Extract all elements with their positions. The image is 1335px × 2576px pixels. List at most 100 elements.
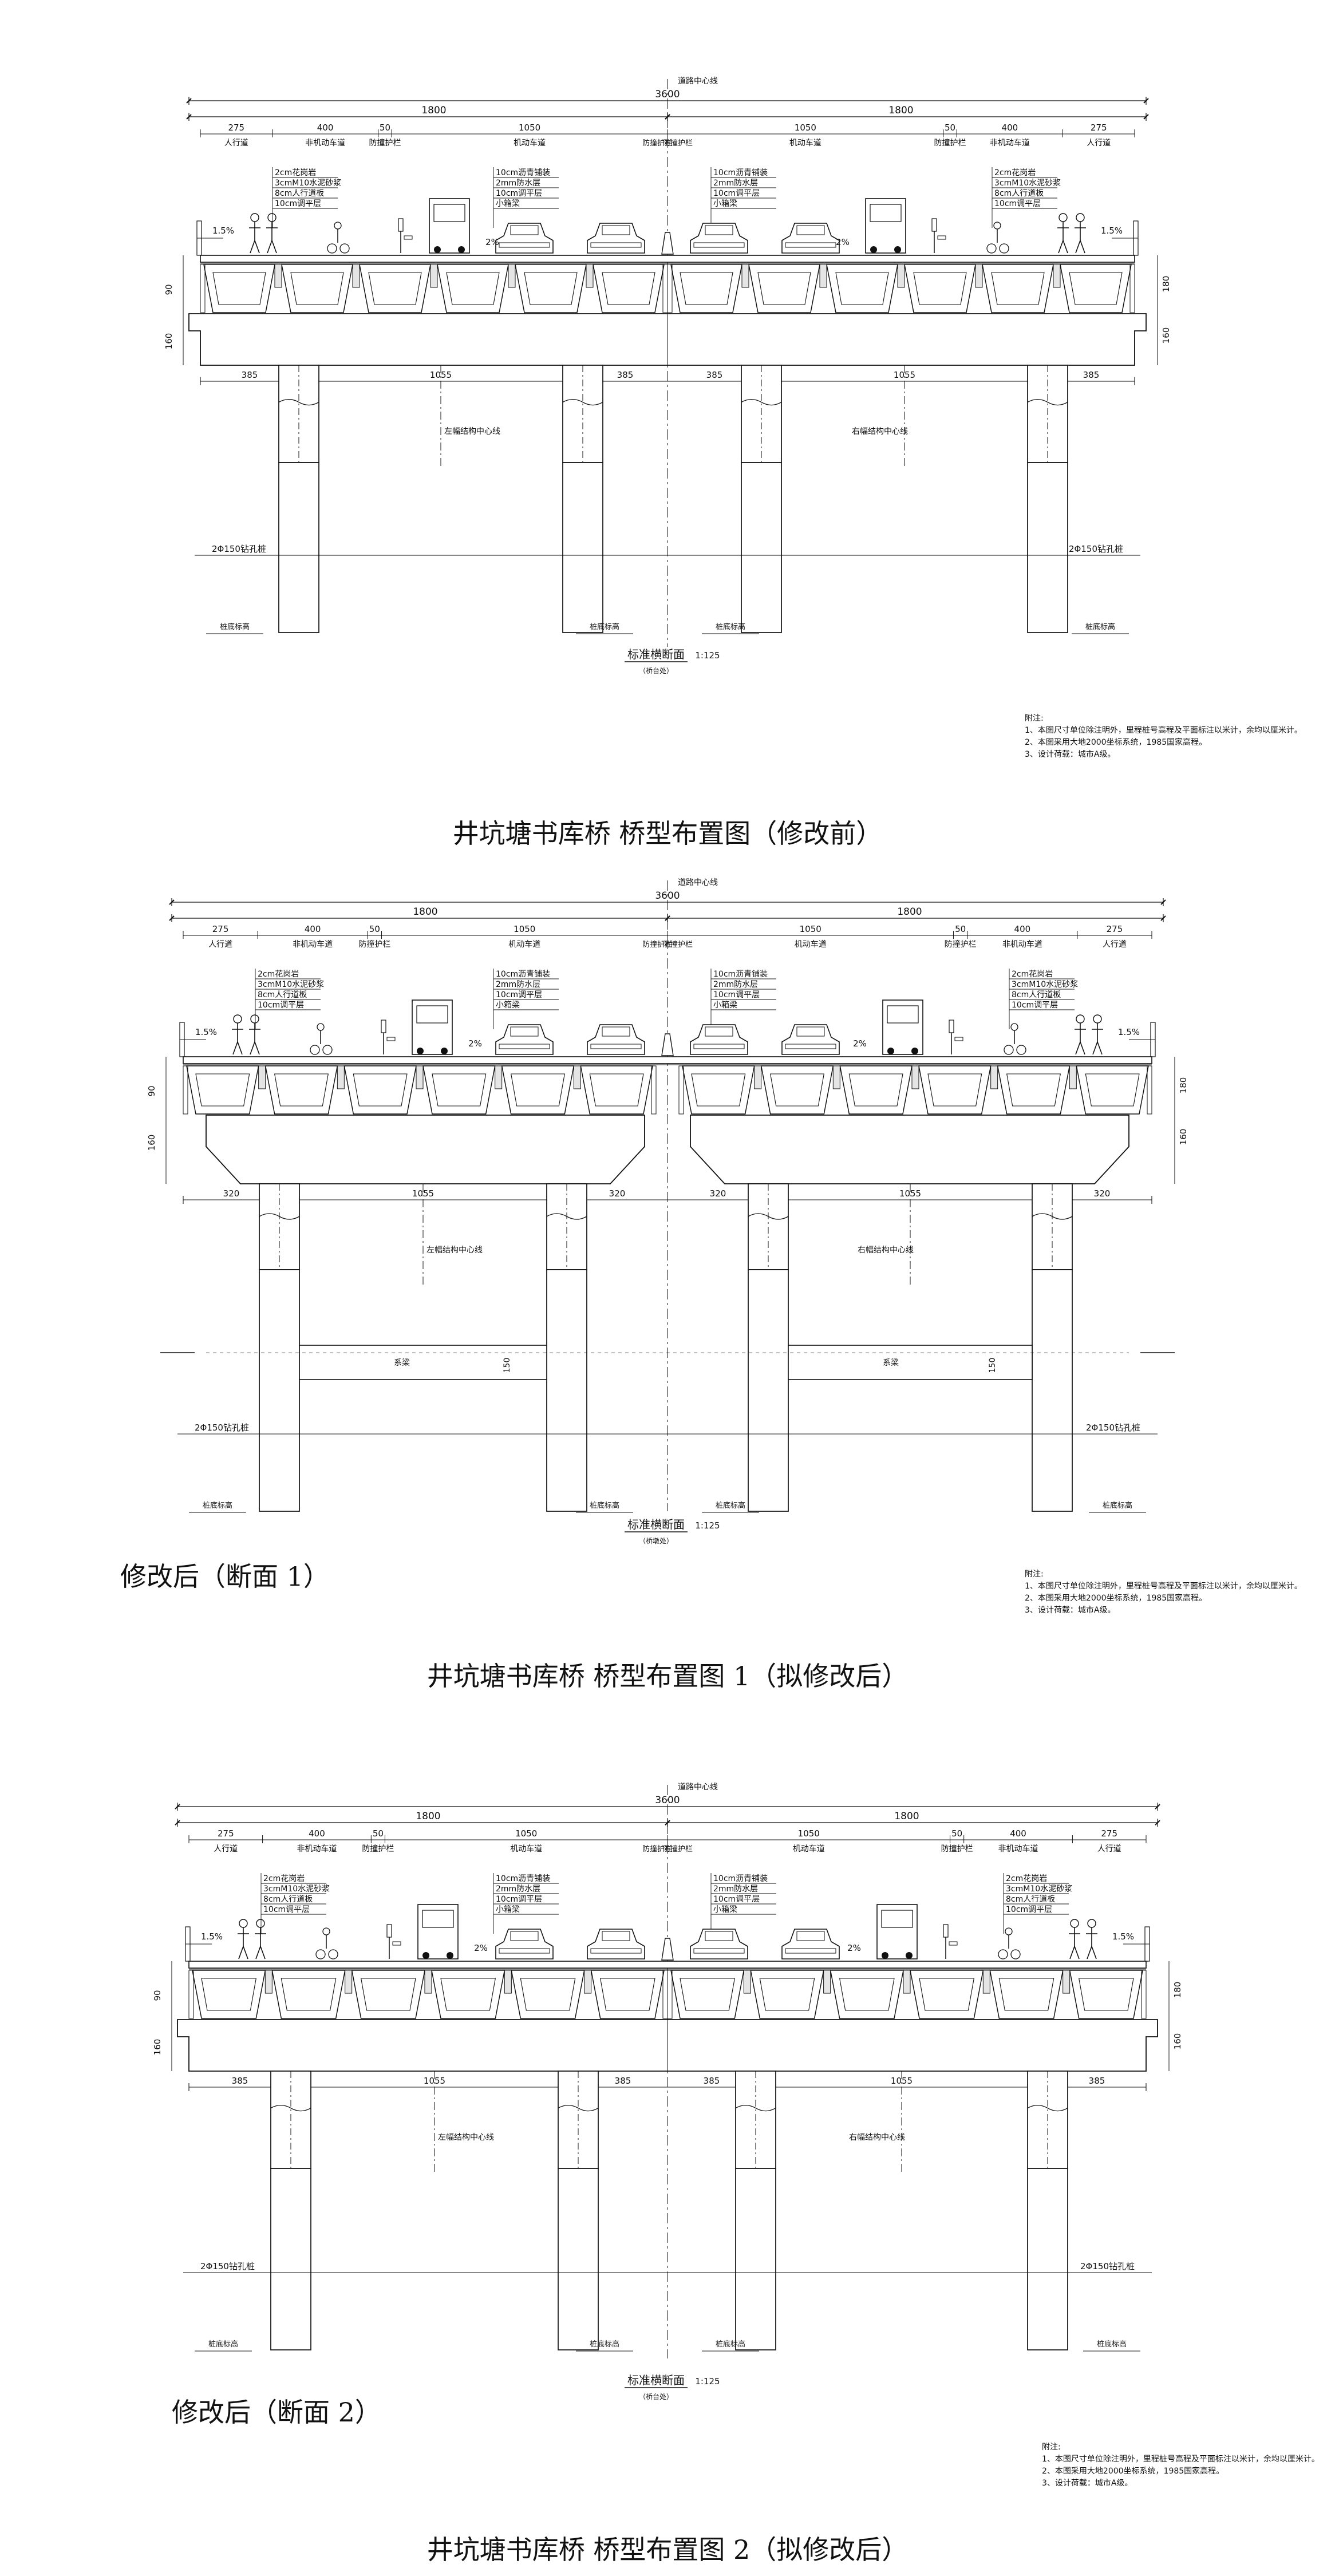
lane-name-label: 防撞护栏 — [358, 940, 390, 949]
lane-name-label: 机动车道 — [510, 1844, 542, 1854]
bicycle-icon — [315, 1949, 326, 1959]
lane-width-label: 50 — [945, 123, 955, 133]
note-item: 3、设计荷载：城市A级。 — [1025, 750, 1116, 759]
pier-width-label: 385 — [232, 2076, 248, 2086]
girder-joint — [495, 1065, 503, 1089]
car-icon — [705, 225, 733, 235]
car-icon — [781, 1929, 840, 1959]
pavement-note: 3cmM10水泥砂浆 — [258, 980, 324, 989]
road-centerline-label: 道路中心线 — [678, 1783, 718, 1792]
girder-joint — [586, 264, 594, 288]
height-label: 160 — [164, 333, 174, 350]
column-break-mark — [558, 2104, 599, 2112]
pedestrian-icon — [1076, 213, 1085, 222]
car-icon — [495, 223, 554, 254]
pavement-note: 10cm调平层 — [496, 189, 542, 198]
box-girder-void — [770, 1073, 824, 1107]
pavement-note: 10cm调平层 — [275, 199, 321, 208]
dimension-tick — [665, 1820, 670, 1826]
column-break-mark — [748, 1213, 789, 1220]
column-break-mark — [1027, 2104, 1068, 2112]
pile-label: 2Φ150钻孔桩 — [212, 544, 266, 554]
box-girder-void — [440, 1978, 496, 2011]
lane-name-label: 防撞护栏 — [941, 1844, 973, 1854]
girder-joint — [911, 1065, 919, 1089]
bus-icon — [870, 246, 877, 253]
pedestrian-icon — [1080, 1041, 1085, 1055]
pavement-note: 2mm防水层 — [496, 179, 540, 188]
pier-width-label: 320 — [609, 1188, 626, 1199]
height-label: 180 — [1161, 276, 1171, 293]
girder-joint — [897, 264, 905, 288]
slope-label: 2% — [485, 237, 499, 247]
median-guardrail-label: 防撞护栏 — [642, 139, 672, 148]
section-location: （桥墩处） — [639, 1537, 673, 1545]
bus-icon — [881, 1910, 913, 1928]
lane-name-label: 人行道 — [1097, 1844, 1121, 1854]
tie-beam-label: 系梁 — [883, 1358, 899, 1368]
bus-icon — [412, 999, 453, 1055]
box-girder-void — [432, 1073, 487, 1107]
lane-name-label: 机动车道 — [508, 939, 540, 949]
box-girder — [904, 264, 976, 313]
dimension-tick — [665, 114, 670, 120]
pavement-note: 10cm调平层 — [263, 1905, 310, 1914]
pedestrian-icon — [1091, 1946, 1097, 1959]
car-icon — [510, 225, 539, 235]
height-label: 90 — [147, 1085, 157, 1096]
car-icon — [705, 1026, 733, 1037]
section-title: 标准横断面 — [627, 647, 685, 661]
pavement-note: 小箱梁 — [496, 1905, 520, 1914]
height-label: 180 — [1172, 1982, 1183, 1998]
median-barrier — [661, 232, 674, 255]
structure-centerline-label: 右幅结构中心线 — [858, 1246, 914, 1255]
pedestrian-icon — [237, 1041, 243, 1055]
pile-label: 2Φ150钻孔桩 — [200, 2261, 255, 2271]
bus-icon — [870, 204, 902, 222]
bicycle-icon — [334, 222, 342, 230]
bus-icon — [911, 1048, 918, 1054]
bus-icon — [433, 204, 465, 222]
bus-icon — [887, 1005, 919, 1024]
median-guardrail-label: 防撞护栏 — [642, 1844, 672, 1854]
pile-label: 2Φ150钻孔桩 — [1086, 1423, 1140, 1433]
pavement-note: 10cm调平层 — [258, 1001, 304, 1010]
car-icon — [495, 1024, 554, 1055]
bicycle-icon — [1004, 1045, 1014, 1055]
box-girder-void — [281, 1978, 337, 2011]
pavement-note: 小箱梁 — [713, 1001, 737, 1010]
pier-width-label: 385 — [706, 370, 723, 380]
box-girder-void — [759, 1978, 815, 2011]
box-girder-void — [1069, 272, 1123, 305]
edge-beam — [667, 264, 673, 313]
pavement-note: 3cmM10水泥砂浆 — [1006, 1884, 1072, 1894]
pavement-note: 10cm调平层 — [713, 1895, 760, 1904]
pedestrian-icon — [1076, 1014, 1085, 1024]
pile-bottom-label: 桩底标高 — [716, 622, 745, 631]
slope-label: 1.5% — [1118, 1027, 1140, 1037]
car-icon — [499, 242, 550, 248]
car-icon — [690, 1929, 748, 1959]
pavement-note: 小箱梁 — [713, 1905, 737, 1914]
lane-name-label: 非机动车道 — [293, 939, 333, 949]
road-centerline-label: 道路中心线 — [678, 77, 718, 86]
pier-cap-beam — [690, 1115, 1129, 1184]
box-girder — [343, 1065, 417, 1115]
bus-icon — [882, 999, 923, 1055]
pier-width-label: 1055 — [424, 2076, 445, 2086]
girder-joint — [508, 264, 516, 288]
pedestrian-icon — [1058, 240, 1064, 254]
box-girder — [982, 264, 1054, 313]
notes-before: 附注: 1、本图尺寸单位除注明外，里程桩号高程及平面标注以米计，余均以厘米计。 … — [1025, 713, 1302, 761]
caption-after-1: 井坑塘书库桥 桥型布置图 1（拟修改后） — [426, 1661, 909, 1692]
slope-label: 1.5% — [212, 226, 234, 236]
pile-bottom-label: 桩底标高 — [590, 622, 619, 631]
box-girder — [359, 264, 431, 313]
bicycle-icon — [327, 243, 337, 254]
slope-label: 2% — [468, 1038, 482, 1049]
pavement-note: 3cmM10水泥砂浆 — [263, 1884, 330, 1894]
pavement-note: 2mm防水层 — [713, 1884, 758, 1894]
structure-centerline-label: 左幅结构中心线 — [444, 427, 500, 436]
caption-section-2: 修改后（断面 2） — [172, 2397, 381, 2428]
pavement-note: 小箱梁 — [713, 199, 737, 208]
